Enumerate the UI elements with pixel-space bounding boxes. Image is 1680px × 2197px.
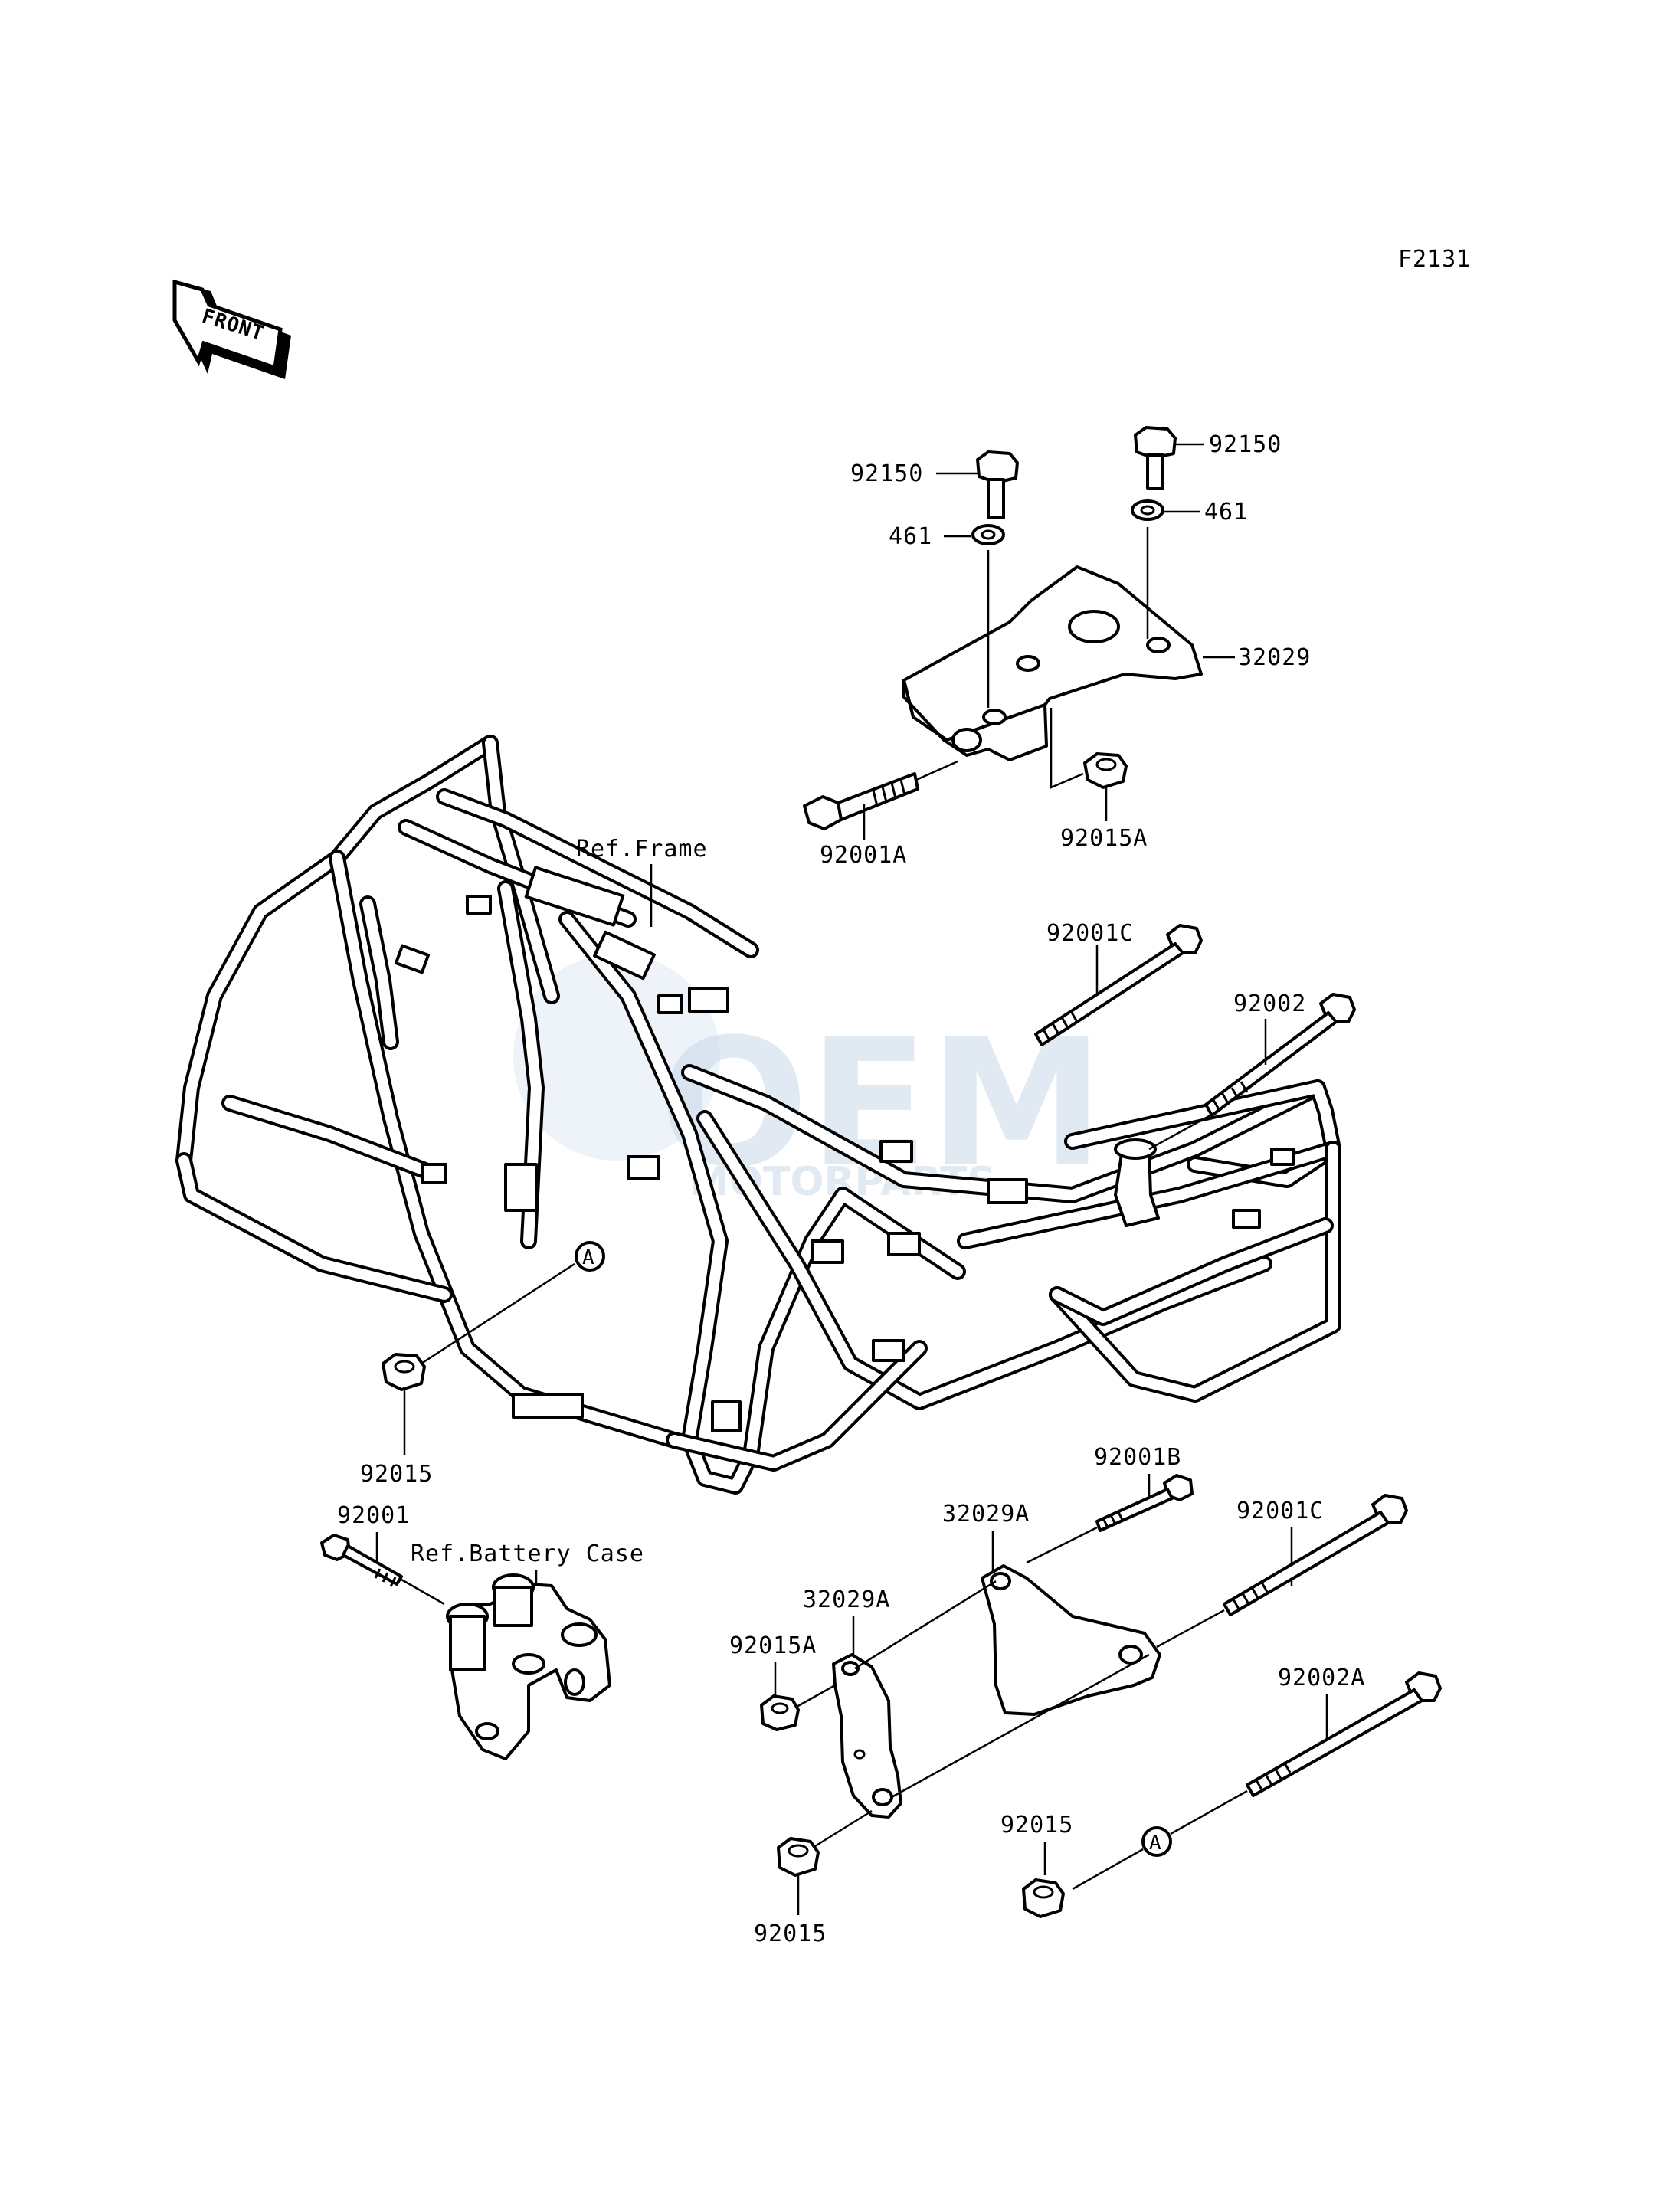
label-92015-right: 92015 bbox=[1000, 1812, 1073, 1838]
label-92001B: 92001B bbox=[1094, 1444, 1181, 1471]
washer-461-right bbox=[1131, 499, 1164, 521]
figure-code: F2131 bbox=[1398, 246, 1471, 273]
nut-92015-left bbox=[382, 1353, 426, 1391]
label-92015A-top: 92015A bbox=[1060, 825, 1148, 852]
bracket-32029A-upper bbox=[981, 1564, 1161, 1716]
label-32029A-lower: 32029A bbox=[803, 1586, 890, 1613]
battery-case-bracket bbox=[446, 1573, 611, 1760]
label-92001A: 92001A bbox=[820, 842, 907, 869]
nut-92015A-top bbox=[1083, 752, 1128, 789]
label-461-right: 461 bbox=[1204, 499, 1248, 526]
label-92001C-mid: 92001C bbox=[1046, 920, 1134, 947]
bolt-92001A bbox=[803, 772, 919, 830]
label-92150-left: 92150 bbox=[850, 460, 923, 487]
bolt-92150-left bbox=[976, 450, 1019, 519]
washer-461-left bbox=[971, 524, 1005, 545]
bracket-32029 bbox=[902, 565, 1203, 761]
bolt-92002A bbox=[1246, 1671, 1442, 1797]
bolt-92002 bbox=[1204, 993, 1356, 1117]
bolt-92001C-low bbox=[1223, 1494, 1408, 1616]
nut-92015-bottom bbox=[777, 1837, 820, 1877]
bolt-92001B bbox=[1095, 1474, 1194, 1532]
label-92001: 92001 bbox=[337, 1502, 410, 1529]
upper-bracket-assembly: 92150 92150 461 461 bbox=[803, 426, 1311, 869]
nut-92015-right bbox=[1022, 1878, 1065, 1918]
label-92015-left: 92015 bbox=[360, 1461, 433, 1488]
label-92015-bottom: 92015 bbox=[754, 1920, 827, 1947]
label-ref-battery-case: Ref.Battery Case bbox=[411, 1541, 644, 1567]
label-92015A-low: 92015A bbox=[729, 1632, 817, 1659]
label-92002: 92002 bbox=[1233, 990, 1306, 1017]
watermark-logo: OEM MOTORPARTS bbox=[513, 954, 1105, 1207]
label-92001C-low: 92001C bbox=[1236, 1498, 1324, 1524]
main-frame: A bbox=[175, 735, 1341, 1495]
label-32029: 32029 bbox=[1238, 644, 1311, 671]
label-32029A-upper: 32029A bbox=[942, 1501, 1030, 1527]
callout-marker-A-frame: A bbox=[575, 1241, 605, 1272]
label-92002A: 92002A bbox=[1278, 1665, 1365, 1691]
bolt-92150-right bbox=[1134, 426, 1177, 490]
callout-marker-A-frame-label: A bbox=[582, 1246, 595, 1269]
label-ref-frame: Ref.Frame bbox=[576, 836, 708, 863]
front-arrow-icon: FRONT bbox=[172, 279, 291, 379]
label-92150-right: 92150 bbox=[1209, 431, 1282, 458]
nut-92015A-low bbox=[760, 1694, 800, 1731]
bolt-92001C-mid bbox=[1034, 924, 1203, 1046]
bracket-32029A-lower bbox=[832, 1653, 902, 1819]
bolt-92001 bbox=[320, 1534, 403, 1587]
callout-marker-A-lower: A bbox=[1141, 1826, 1172, 1857]
frame-tabs bbox=[394, 866, 1295, 1432]
label-461-left: 461 bbox=[889, 523, 932, 550]
callout-marker-A-lower-label: A bbox=[1149, 1832, 1162, 1855]
